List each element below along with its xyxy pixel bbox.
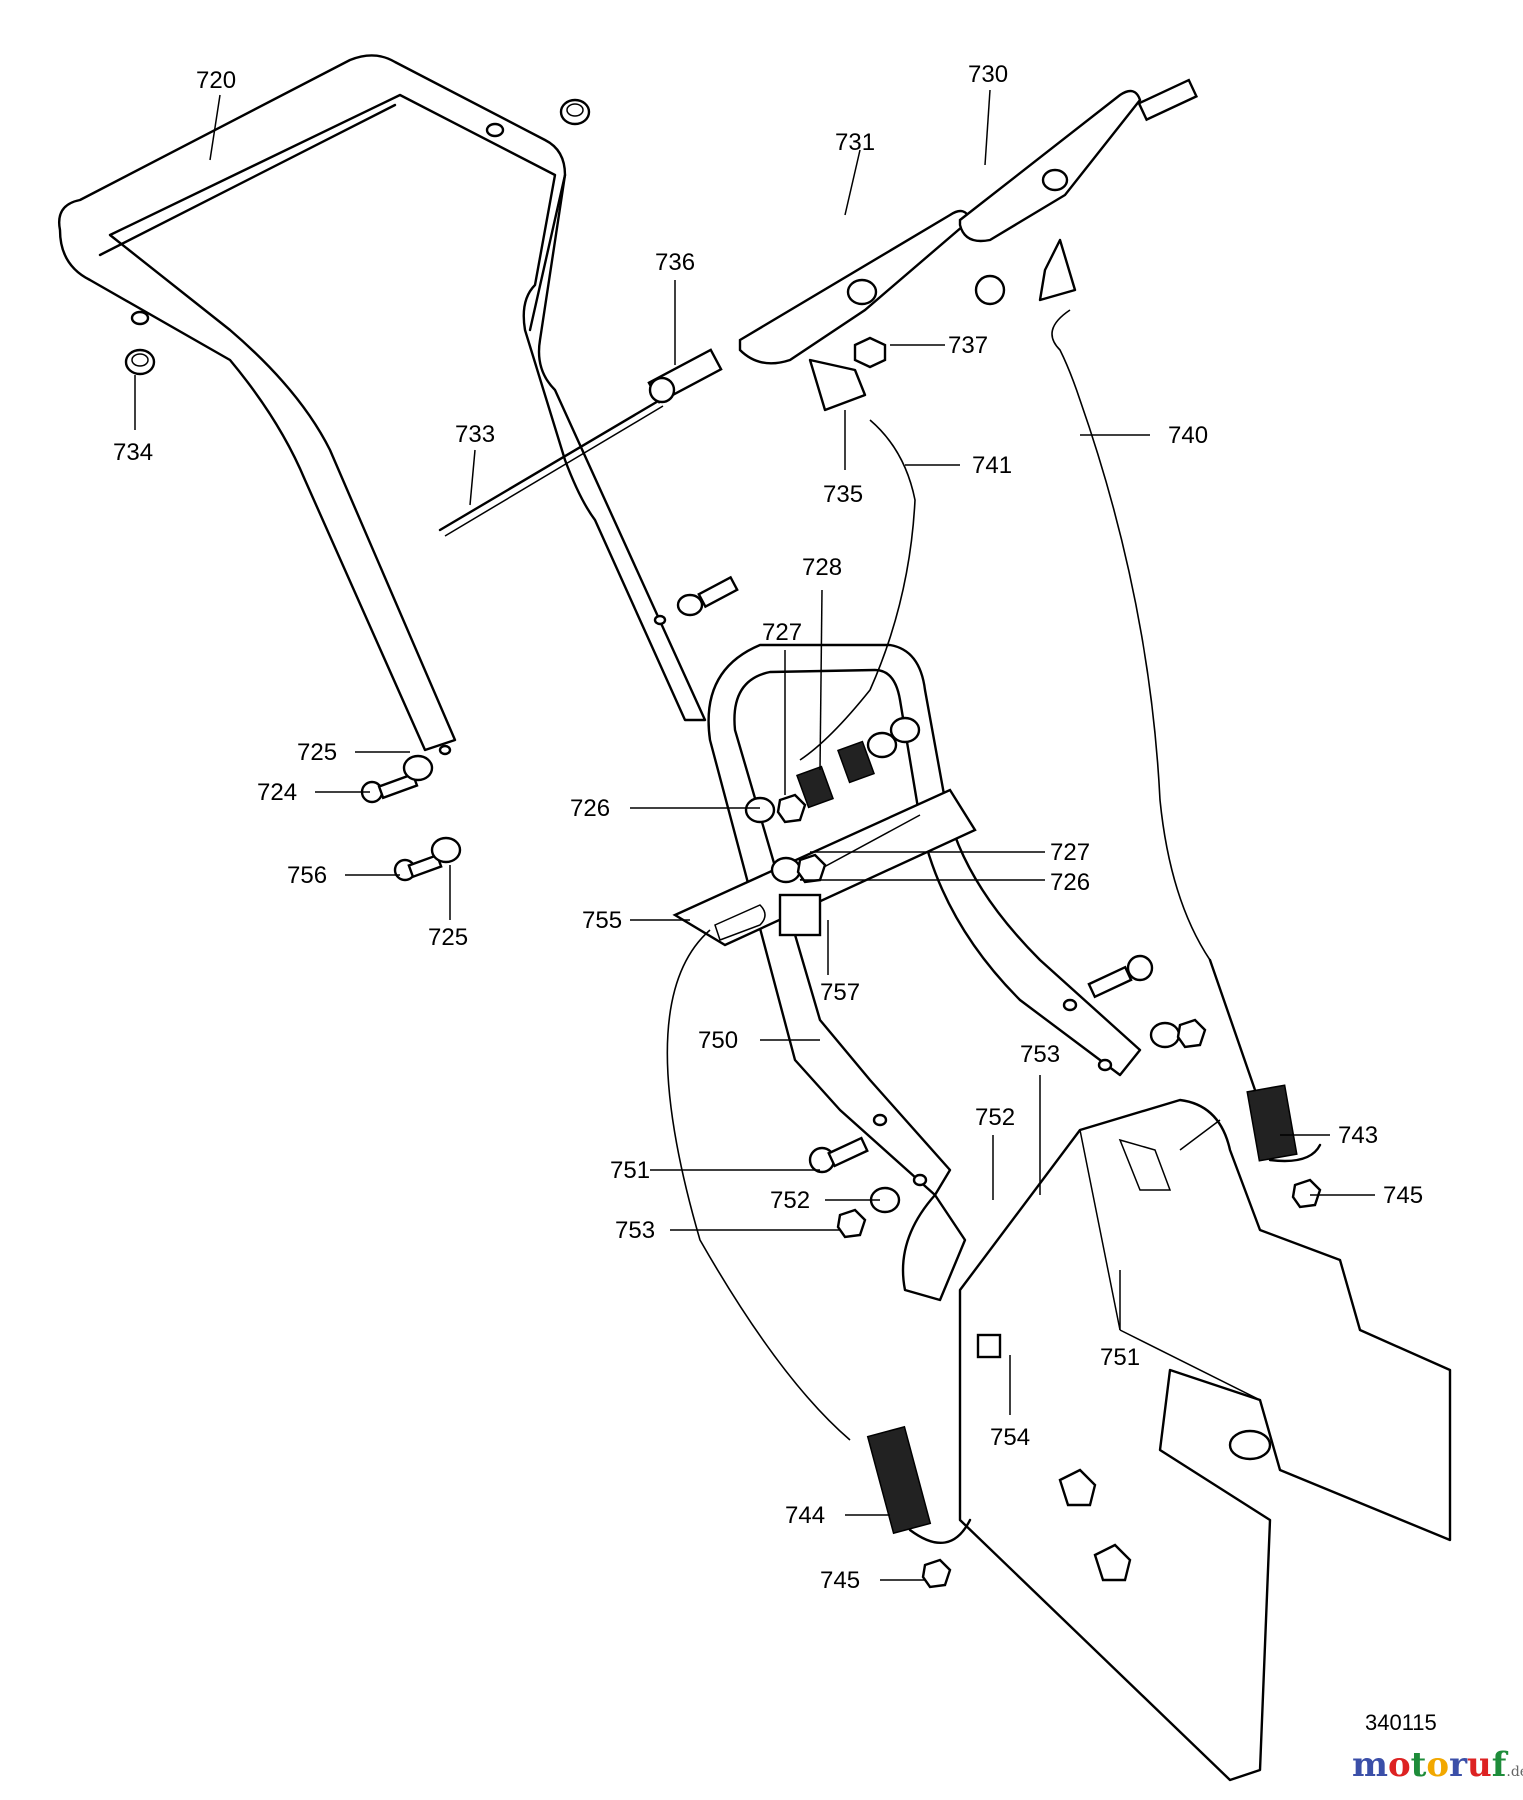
spring-736 — [647, 348, 723, 404]
callout: 751 — [610, 1157, 650, 1184]
callout: 737 — [948, 332, 988, 359]
watermark-letter: o — [1426, 1745, 1450, 1785]
callout: 745 — [1383, 1182, 1423, 1209]
watermark-letter: o — [1387, 1745, 1411, 1785]
callout: 730 — [968, 61, 1008, 88]
callout-labels: 720 730 731 736 737 734 733 740 741 735 … — [113, 61, 1423, 1594]
watermark-logo: motoruf.de — [1352, 1745, 1523, 1785]
spring-743 — [1208, 958, 1322, 1163]
callout: 725 — [428, 924, 468, 951]
watermark-letter: u — [1467, 1745, 1492, 1785]
callout: 755 — [582, 907, 622, 934]
callout: 750 — [698, 1027, 738, 1054]
callout: 720 — [196, 67, 236, 94]
watermark-suffix: .de — [1506, 1764, 1523, 1780]
watermark-letter: t — [1410, 1745, 1427, 1785]
spring-744 — [666, 929, 972, 1589]
callout: 724 — [257, 779, 297, 806]
callout: 726 — [570, 795, 610, 822]
callout: 751 — [1100, 1344, 1140, 1371]
callout: 726 — [1050, 869, 1090, 896]
drawing-number: 340115 — [1365, 1710, 1437, 1735]
callout: 754 — [990, 1424, 1030, 1451]
transmission-housing — [901, 1098, 1452, 1782]
bracket-735 — [808, 238, 1077, 412]
callout: 731 — [835, 129, 875, 156]
cable-741 — [799, 419, 916, 761]
washers-upper — [744, 716, 921, 884]
callout: 745 — [820, 1567, 860, 1594]
callout: 734 — [113, 439, 153, 466]
rod-733 — [438, 398, 664, 537]
bracket-757 — [778, 893, 822, 937]
callout: 757 — [820, 979, 860, 1006]
leader-lines — [134, 89, 1375, 1581]
lever-731 — [738, 209, 972, 365]
callout: 752 — [975, 1104, 1015, 1131]
nut-745 — [1291, 1178, 1322, 1209]
plug-top — [559, 98, 591, 126]
cable-740 — [1051, 309, 1211, 961]
callout: 753 — [1020, 1041, 1060, 1068]
watermark-letter: f — [1491, 1745, 1507, 1785]
nut-737 — [853, 336, 887, 369]
callout: 735 — [823, 481, 863, 508]
callout: 752 — [770, 1187, 810, 1214]
callout: 736 — [655, 249, 695, 276]
callout: 743 — [1338, 1122, 1378, 1149]
callout: 727 — [762, 619, 802, 646]
bolts — [360, 575, 1207, 1239]
callout: 728 — [802, 554, 842, 581]
watermark-letter: m — [1352, 1745, 1388, 1785]
lower-handle — [707, 643, 1142, 1197]
spring-728 — [796, 740, 875, 809]
callout: 756 — [287, 862, 327, 889]
upper-handle — [58, 54, 707, 756]
callout: 741 — [972, 452, 1012, 479]
callout: 733 — [455, 421, 495, 448]
lever-730 — [958, 78, 1199, 306]
watermark-letter: r — [1449, 1745, 1467, 1785]
callout: 740 — [1168, 422, 1208, 449]
plug-734 — [124, 348, 156, 376]
callout: 744 — [785, 1502, 825, 1529]
callout: 753 — [615, 1217, 655, 1244]
callout: 727 — [1050, 839, 1090, 866]
callout: 725 — [297, 739, 337, 766]
